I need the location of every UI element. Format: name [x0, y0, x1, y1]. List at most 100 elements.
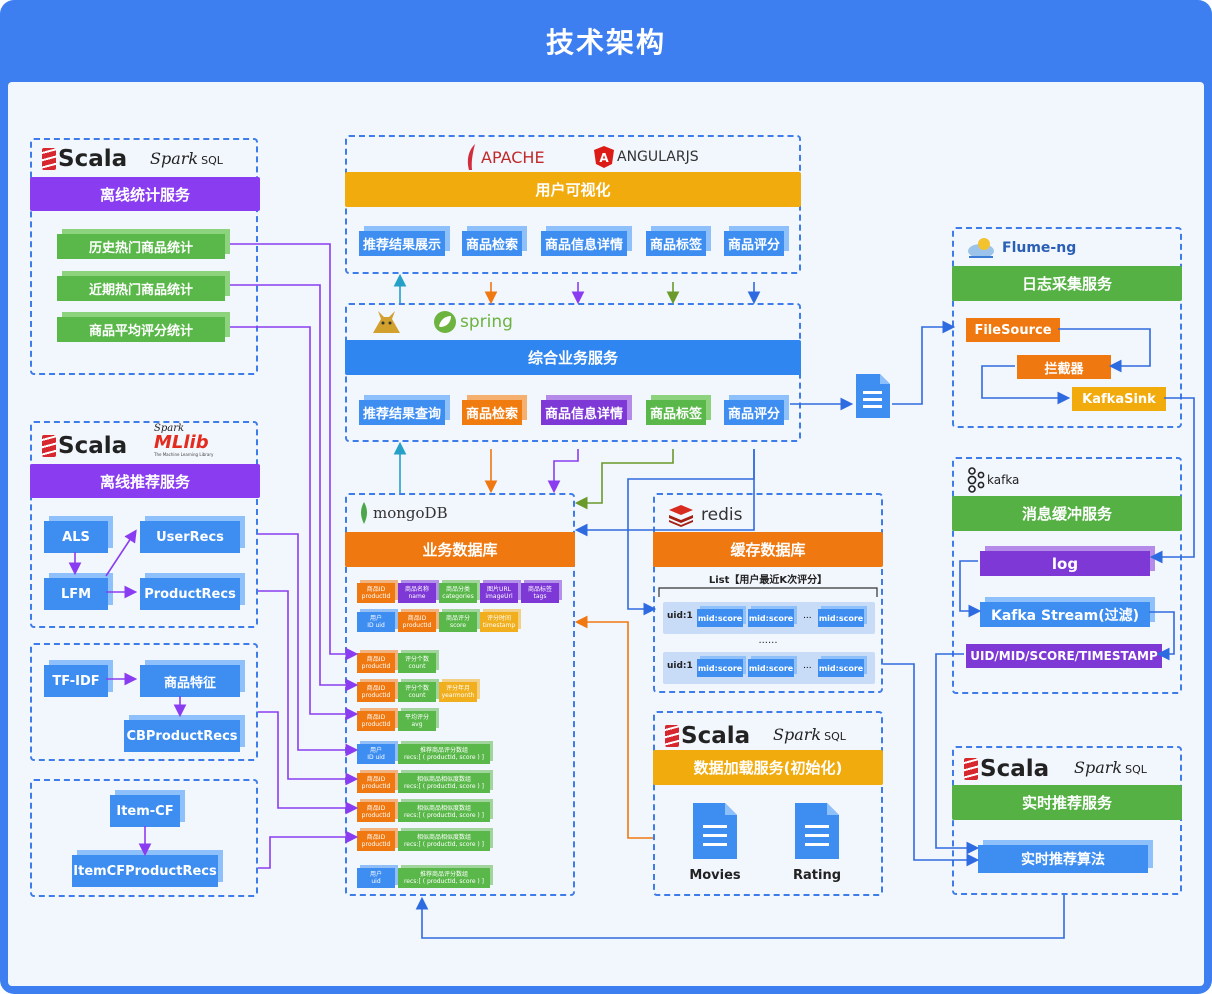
kafka-icon — [967, 467, 985, 493]
mongo-field-key: timestamp — [482, 622, 516, 629]
angular-logo-text: ANGULARJS — [617, 149, 699, 165]
kafka-stream-node: Kafka Stream(过滤) — [980, 602, 1150, 627]
scala-icon — [42, 435, 56, 457]
angular-logo: A ANGULARJS — [593, 145, 699, 169]
svg-text:A: A — [599, 151, 609, 165]
item-cf-node: Item-CF — [110, 795, 180, 827]
scala-icon — [964, 758, 978, 780]
stat-history-hot: 历史热门商品统计 — [57, 234, 225, 259]
mid-score-cell: mid:score — [818, 659, 864, 677]
scala-logo-text: Scala — [58, 433, 128, 459]
mongo-field-key: recs:[ ( productId, score ) ] — [403, 878, 485, 885]
visual-search: 商品检索 — [462, 231, 522, 256]
kafka-panel: kafka 消息缓冲服务 log Kafka Stream(过滤) UID/MI… — [952, 457, 1182, 694]
mongo-field-label: 商品ID — [407, 615, 427, 622]
business-panel: spring 综合业务服务 推荐结果查询 商品检索 商品信息详情 商品标签 商品… — [345, 303, 801, 442]
mongo-field-label: 评分个数 — [404, 656, 429, 663]
product-recs-node: ProductRecs — [140, 578, 240, 610]
business-title: 综合业务服务 — [345, 340, 801, 375]
spark-logo-text: Spark — [154, 423, 185, 434]
uid-label: uid:1 — [667, 611, 693, 621]
biz-rating: 商品评分 — [724, 400, 784, 425]
redis-stack-icon — [669, 505, 693, 527]
mongo-field-label: 评分时间 — [486, 615, 511, 622]
redis-ellipsis: ... — [803, 661, 812, 671]
scala-logo: Scala — [665, 723, 750, 749]
mongo-field-key: recs:[ ( productId, score ) ] — [403, 812, 485, 819]
uid-mid-fields-node: UID/MID/SCORE/TIMESTAMP — [966, 644, 1162, 668]
flume-title: 日志采集服务 — [952, 266, 1182, 301]
mongo-field-key: recs:[ ( productId, score ) ] — [403, 783, 485, 790]
mongo-field-label: 评分个数 — [404, 685, 429, 692]
apache-logo-text: APACHE — [481, 147, 545, 167]
mongo-field-key: productId — [402, 622, 432, 629]
scala-logo-text: Scala — [58, 146, 128, 172]
flume-icon — [968, 238, 994, 258]
mongo-field-key: imageUrl — [485, 593, 513, 600]
content-rec-panel: TF-IDF 商品特征 CBProductRecs — [30, 643, 258, 761]
sql-logo-text: SQL — [201, 154, 223, 167]
scala-icon — [665, 725, 679, 747]
mongo-field-key: productId — [361, 721, 391, 728]
mongo-field-label: 商品ID — [366, 656, 386, 663]
mongo-field-label: 商品分类 — [445, 586, 470, 593]
log-file-icon — [856, 374, 890, 418]
mongo-field-label: 商品评分 — [445, 615, 470, 622]
offline-rec-panel: Scala Spark MLlib The Machine Learning L… — [30, 421, 260, 628]
apache-feather-icon — [467, 144, 475, 170]
scala-logo: Scala — [42, 146, 127, 172]
visual-detail: 商品信息详情 — [541, 231, 627, 256]
als-node: ALS — [44, 521, 108, 553]
stat-avg-score: 商品平均评分统计 — [57, 317, 225, 342]
item-cf-recs-node: ItemCFProductRecs — [72, 855, 218, 887]
redis-more-dots: ...... — [758, 635, 778, 646]
diagram-title: 技术架构 — [545, 26, 666, 59]
redis-list-bracket — [658, 587, 878, 597]
spring-logo-text: spring — [460, 312, 513, 332]
offline-rec-title: 离线推荐服务 — [30, 464, 260, 498]
mongo-field-label: 评分年月 — [445, 685, 470, 692]
mongo-field-label: 商品ID — [366, 685, 386, 692]
mid-score-cell: mid:score — [697, 609, 743, 627]
biz-rec-query: 推荐结果查询 — [359, 400, 445, 425]
redis-list-row: uid:1 mid:score mid:score ... mid:score — [663, 602, 875, 634]
mllib-logo-text: MLlib — [154, 432, 209, 453]
mongo-field-key: recs:[ ( productId, score ) ] — [403, 754, 485, 761]
user-visual-title: 用户可视化 — [345, 172, 801, 207]
mongo-field-label: 图片URL — [487, 586, 511, 593]
realtime-algo-node: 实时推荐算法 — [978, 845, 1148, 873]
mongo-field-label: 相似商品相似度数组 — [416, 805, 471, 812]
mongo-field-key: productId — [361, 692, 391, 699]
kafka-sink-node: KafkaSink — [1072, 387, 1166, 411]
mongo-field-key: ID uid — [367, 622, 385, 629]
item-cf-panel: Item-CF ItemCFProductRecs — [30, 779, 258, 897]
spark-logo-text: Spark — [1074, 758, 1123, 777]
spark-mllib-logo: Spark MLlib The Machine Learning Library — [154, 423, 224, 457]
mongo-field-key: productId — [361, 783, 391, 790]
biz-detail: 商品信息详情 — [541, 400, 627, 425]
rating-file-icon — [795, 803, 839, 859]
visual-rec-display: 推荐结果展示 — [359, 231, 445, 256]
mongo-field-key: recs:[ ( productId, score ) ] — [403, 841, 485, 848]
visual-rating: 商品评分 — [724, 231, 784, 256]
angular-shield-icon: A — [594, 146, 614, 168]
sql-logo-text: SQL — [1125, 763, 1147, 776]
mongo-field-label: 相似商品相似度数组 — [416, 776, 471, 783]
scala-logo-text: Scala — [980, 756, 1050, 782]
